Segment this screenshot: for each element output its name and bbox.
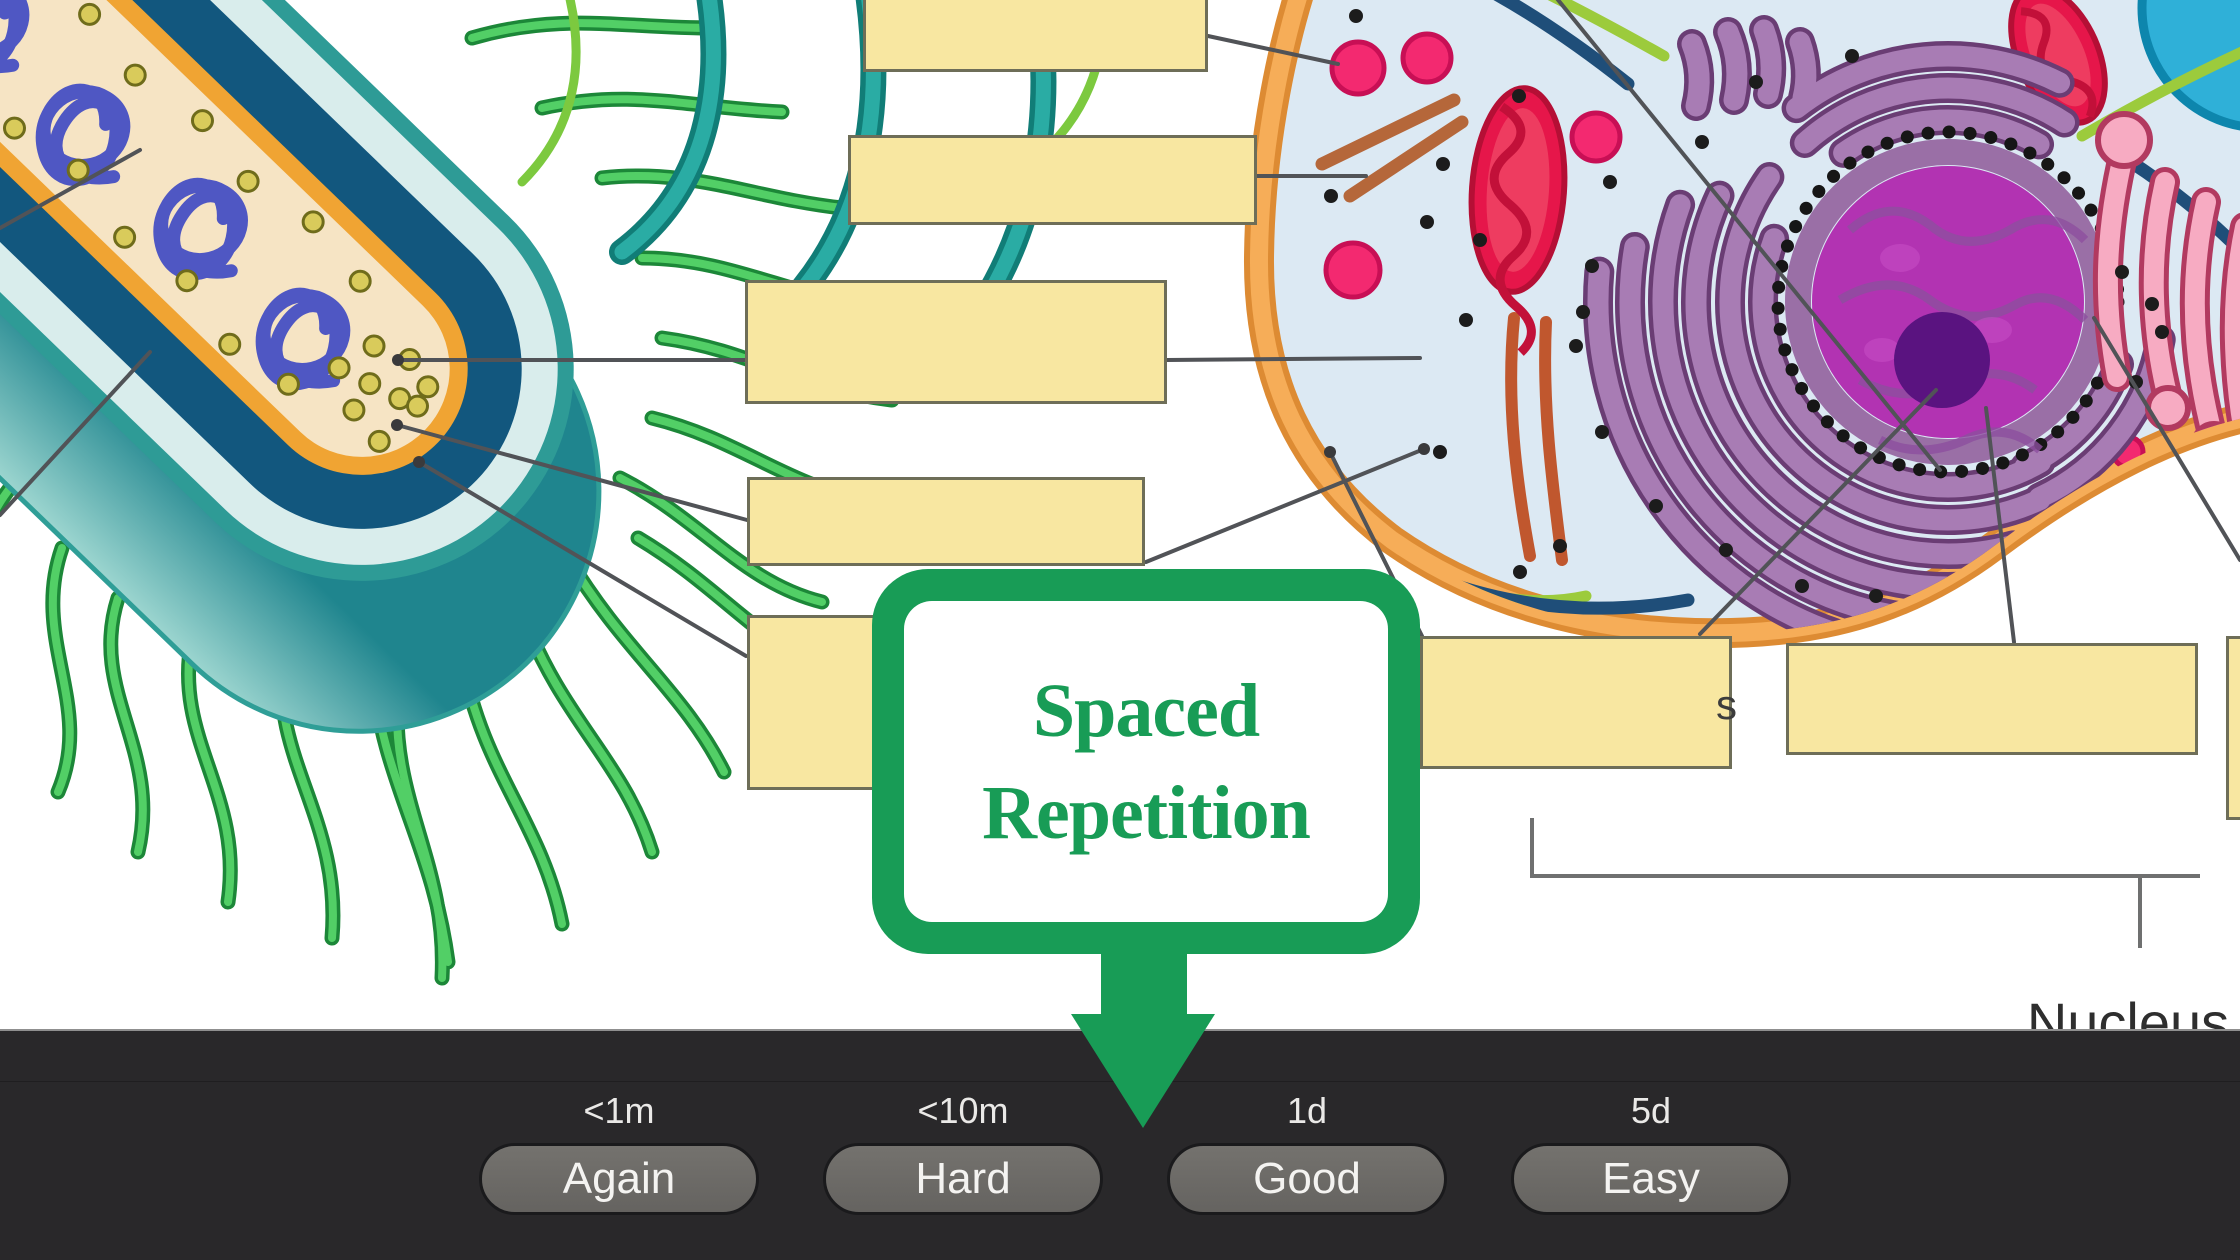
- hard-button[interactable]: Hard: [823, 1143, 1103, 1215]
- peeking-label-letter: s: [1716, 681, 1737, 728]
- bacterium-ribosomes: [2, 2, 440, 453]
- interval-easy: 5d: [1630, 1090, 1672, 1131]
- easy-button[interactable]: Easy: [1511, 1143, 1791, 1215]
- label-box-blank-6: [1420, 636, 1732, 769]
- nucleolus: [1894, 312, 1990, 408]
- badge-inner-panel: Spaced Repetition: [904, 601, 1388, 922]
- label-box-blank-3: [745, 280, 1167, 404]
- label-box-blank-1: [863, 0, 1208, 72]
- badge-title-line1: Spaced: [1032, 668, 1260, 753]
- answer-group-easy: 5d Easy: [1511, 1091, 1791, 1215]
- label-box-blank-7: [1786, 643, 2198, 755]
- interval-again: <1m: [583, 1090, 655, 1131]
- leader-line-dots: [391, 354, 1430, 468]
- answer-group-good: 1d Good: [1167, 1091, 1447, 1215]
- answer-group-hard: <10m Hard: [823, 1091, 1103, 1215]
- interval-good: 1d: [1286, 1090, 1328, 1131]
- label-box-blank-8: [2226, 636, 2240, 820]
- badge-title-line2: Repetition: [982, 770, 1311, 855]
- label-box-blank-2: [848, 135, 1257, 225]
- nucleus-bracket: [1530, 818, 2200, 948]
- spaced-repetition-badge: Spaced Repetition: [872, 569, 1420, 954]
- bacterium-body: [0, 0, 602, 734]
- free-ribosome-dots: [1324, 9, 2193, 603]
- interval-hard: <10m: [917, 1090, 1009, 1131]
- answer-buttons-row: <1m Again <10m Hard 1d Good 5d Easy: [479, 1091, 1791, 1215]
- centrioles: [1315, 93, 1568, 566]
- good-button[interactable]: Good: [1167, 1143, 1447, 1215]
- leader-lines: [0, 0, 2240, 658]
- answer-group-again: <1m Again: [479, 1091, 759, 1215]
- answer-bar: <1m Again <10m Hard 1d Good 5d Easy: [0, 1029, 2240, 1260]
- again-button[interactable]: Again: [479, 1143, 759, 1215]
- down-arrow-icon: [1071, 948, 1215, 1128]
- bacterium-cytoplasm: [0, 0, 450, 457]
- label-box-blank-4: [747, 477, 1145, 566]
